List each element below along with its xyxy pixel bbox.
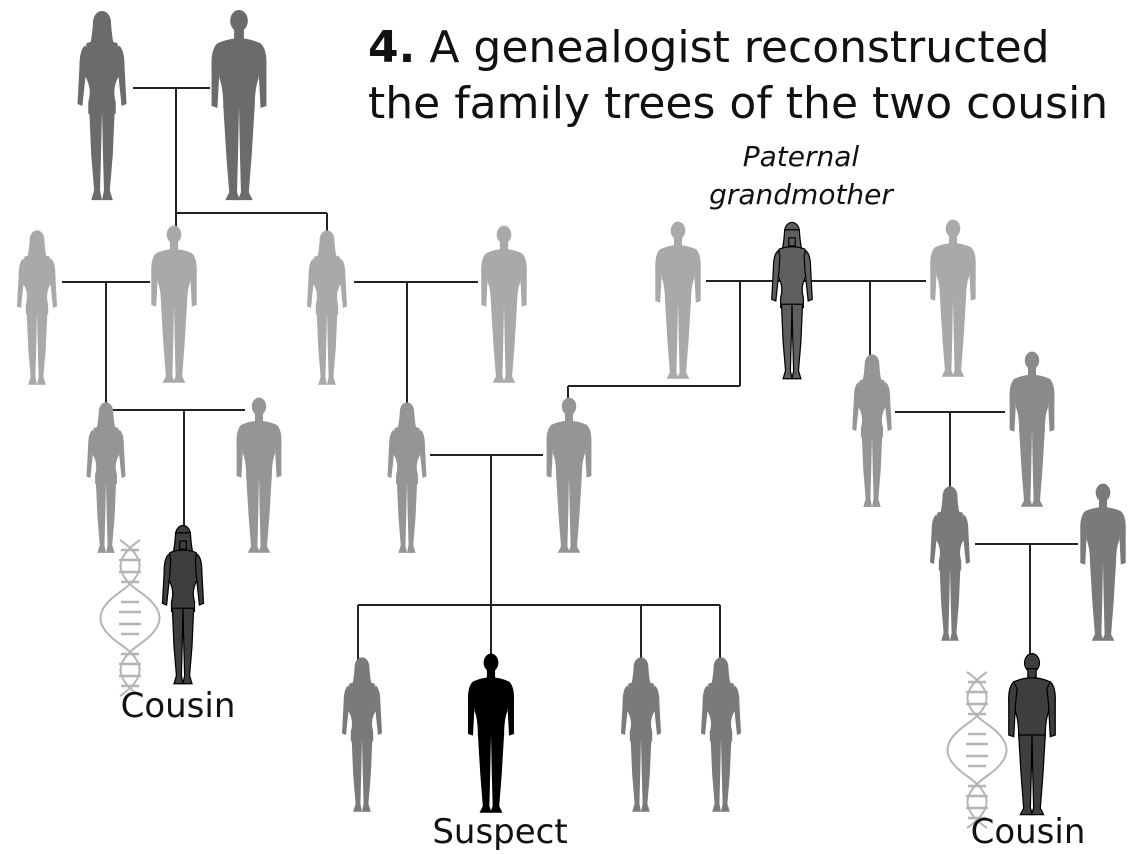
relative-figure [930, 486, 970, 640]
relative-figure [307, 230, 347, 384]
title-line-2: the family trees of the two cousin [368, 78, 1108, 130]
cousin-right-label: Cousin [928, 812, 1128, 852]
dna-icon-right [948, 672, 1007, 828]
relative-figure [87, 402, 126, 553]
paternal-grandmother-figure [772, 222, 813, 378]
relative-figure [655, 222, 701, 379]
relative-figure [481, 226, 527, 383]
suspect-label: Suspect [400, 812, 600, 852]
relative-figure [388, 402, 427, 553]
sibling-figure [621, 657, 661, 811]
sibling-figure [342, 657, 382, 811]
cousin-left-figure [163, 525, 204, 683]
relative-figure [930, 220, 976, 377]
great-grandmother-figure [78, 11, 127, 200]
paternal-grandmother-label-line-2: grandmother [676, 178, 926, 212]
paternal-grandmother-label-line-1: Paternal [676, 140, 926, 174]
suspect-figure [468, 654, 514, 813]
title-line-1: 4. A genealogist reconstructed [368, 22, 1050, 74]
cousin-right-figure [1009, 654, 1056, 815]
relative-figure [237, 398, 282, 553]
sibling-figure [701, 657, 741, 811]
relative-figure [1010, 352, 1055, 507]
relative-figure [1080, 484, 1126, 641]
cousin-left-label: Cousin [78, 686, 278, 726]
relative-figure [151, 226, 197, 383]
relative-figure [547, 398, 592, 553]
relative-figure [17, 230, 57, 384]
dna-icon-left [101, 540, 160, 696]
title-number: 4. [368, 22, 415, 73]
title-text-1: A genealogist reconstructed [429, 22, 1049, 73]
relative-figure [852, 354, 892, 506]
great-grandfather-figure [211, 10, 266, 200]
